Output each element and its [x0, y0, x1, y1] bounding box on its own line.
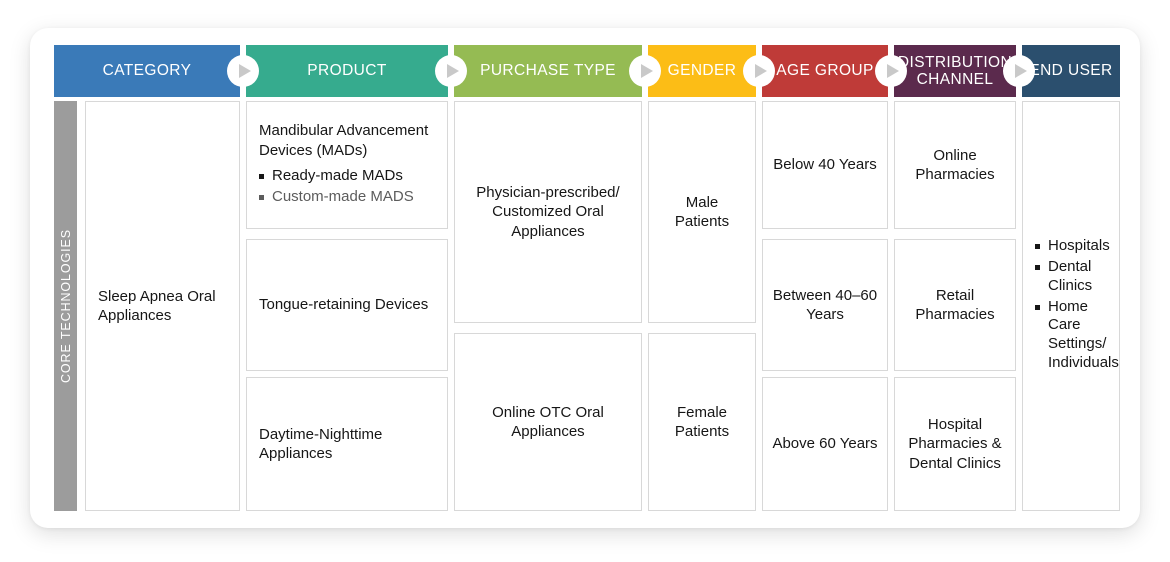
header-ribbon: CATEGORY PRODUCT PURCHASE TYPE GENDER AGE GR… [54, 45, 1120, 97]
bullet-item[interactable]: Ready-made MADs [259, 167, 439, 186]
header-label: GENDER [667, 62, 737, 80]
header-end_user[interactable]: END USER [1022, 45, 1120, 97]
play-triangle-icon [629, 55, 661, 87]
cell-text: Online Pharmacies [915, 146, 995, 183]
cell-product-3[interactable]: Daytime-Nighttime Appliances [246, 377, 448, 511]
play-triangle-icon [435, 55, 467, 87]
cell-content: Female Patients [657, 403, 747, 441]
cell-product-1[interactable]: Mandibular Advancement Devices (MADs) Rea… [246, 101, 448, 229]
header-product[interactable]: PRODUCT [246, 45, 448, 97]
bullet-item[interactable]: Hospitals [1035, 237, 1111, 256]
cell-content: Sleep Apnea Oral Appliances [98, 287, 231, 325]
bullet-item[interactable]: Dental Clinics [1035, 258, 1111, 296]
header-distribution_channel[interactable]: DISTRIBUTION CHANNEL [894, 45, 1016, 97]
cell-content: Below 40 Years [771, 155, 879, 174]
cell-distribution_channel-1[interactable]: Online Pharmacies [894, 101, 1016, 229]
cell-text: Hospital Pharmacies & Dental Clinics [908, 416, 1002, 472]
cell-distribution_channel-2[interactable]: Retail Pharmacies [894, 239, 1016, 371]
header-label: AGE GROUP [776, 62, 874, 80]
cell-content: Retail Pharmacies [903, 286, 1007, 324]
core-technologies-label: CORE TECHNOLOGIES [58, 229, 73, 383]
play-triangle-icon [875, 55, 907, 87]
cell-category-1[interactable]: Sleep Apnea Oral Appliances [85, 101, 240, 511]
cell-text: Retail Pharmacies [915, 286, 995, 323]
header-label: PURCHASE TYPE [480, 62, 616, 80]
cell-text: Above 60 Years [772, 435, 878, 453]
cell-text: Male Patients [674, 193, 730, 230]
cell-text: Female Patients [674, 403, 730, 440]
cell-title: Mandibular Advancement Devices (MADs) [259, 122, 429, 159]
header-age_group[interactable]: AGE GROUP [762, 45, 888, 97]
cell-distribution_channel-3[interactable]: Hospital Pharmacies & Dental Clinics [894, 377, 1016, 511]
cell-product-2[interactable]: Tongue-retaining Devices [246, 239, 448, 371]
header-label: DISTRIBUTION CHANNEL [897, 53, 1013, 88]
cell-content: Between 40–60 Years [771, 286, 879, 324]
cell-content: Daytime-Nighttime Appliances [259, 425, 439, 463]
play-triangle-icon [227, 55, 259, 87]
cell-text: Online OTC Oral Appliances [492, 403, 604, 440]
header-label: PRODUCT [307, 62, 387, 80]
header-label: CATEGORY [102, 62, 192, 80]
cell-gender-2[interactable]: Female Patients [648, 333, 756, 511]
cell-age_group-3[interactable]: Above 60 Years [762, 377, 888, 511]
cell-purchase_type-2[interactable]: Online OTC Oral Appliances [454, 333, 642, 511]
bullet-item[interactable]: Home Care Settings/ Individuals [1035, 298, 1119, 374]
cell-text: Below 40 Years [773, 156, 877, 174]
cell-text: Physician-prescribed/ Customized Oral Ap… [476, 184, 620, 240]
cell-content: Physician-prescribed/ Customized Oral Ap… [463, 183, 633, 241]
cell-content: Male Patients [657, 193, 747, 231]
header-category[interactable]: CATEGORY [54, 45, 240, 97]
header-gender[interactable]: GENDER [648, 45, 756, 97]
cell-gender-1[interactable]: Male Patients [648, 101, 756, 323]
diagram-card: CATEGORY PRODUCT PURCHASE TYPE GENDER AGE GR… [30, 28, 1140, 528]
cell-text: Between 40–60 Years [772, 286, 878, 323]
cell-age_group-2[interactable]: Between 40–60 Years [762, 239, 888, 371]
cell-age_group-1[interactable]: Below 40 Years [762, 101, 888, 229]
segmentation-grid: CORE TECHNOLOGIES Sleep Apnea Oral Appli… [54, 101, 1120, 511]
header-purchase_type[interactable]: PURCHASE TYPE [454, 45, 642, 97]
bullet-item[interactable]: Custom-made MADS [259, 188, 439, 207]
cell-content: Online Pharmacies [903, 146, 1007, 184]
header-label: END USER [1029, 62, 1113, 80]
cell-text: Tongue-retaining Devices [259, 296, 429, 314]
play-triangle-icon [743, 55, 775, 87]
cell-text: Sleep Apnea Oral Appliances [98, 287, 216, 324]
cell-content: Mandibular Advancement Devices (MADs) Rea… [259, 121, 439, 208]
play-triangle-icon [1003, 55, 1035, 87]
cell-content: Tongue-retaining Devices [259, 295, 439, 314]
core-technologies-bar: CORE TECHNOLOGIES [54, 101, 77, 511]
cell-content: Online OTC Oral Appliances [463, 403, 633, 441]
cell-purchase_type-1[interactable]: Physician-prescribed/ Customized Oral Ap… [454, 101, 642, 323]
cell-text: Daytime-Nighttime Appliances [259, 425, 383, 462]
cell-content: Hospital Pharmacies & Dental Clinics [903, 415, 1007, 473]
cell-content: Above 60 Years [771, 434, 879, 453]
